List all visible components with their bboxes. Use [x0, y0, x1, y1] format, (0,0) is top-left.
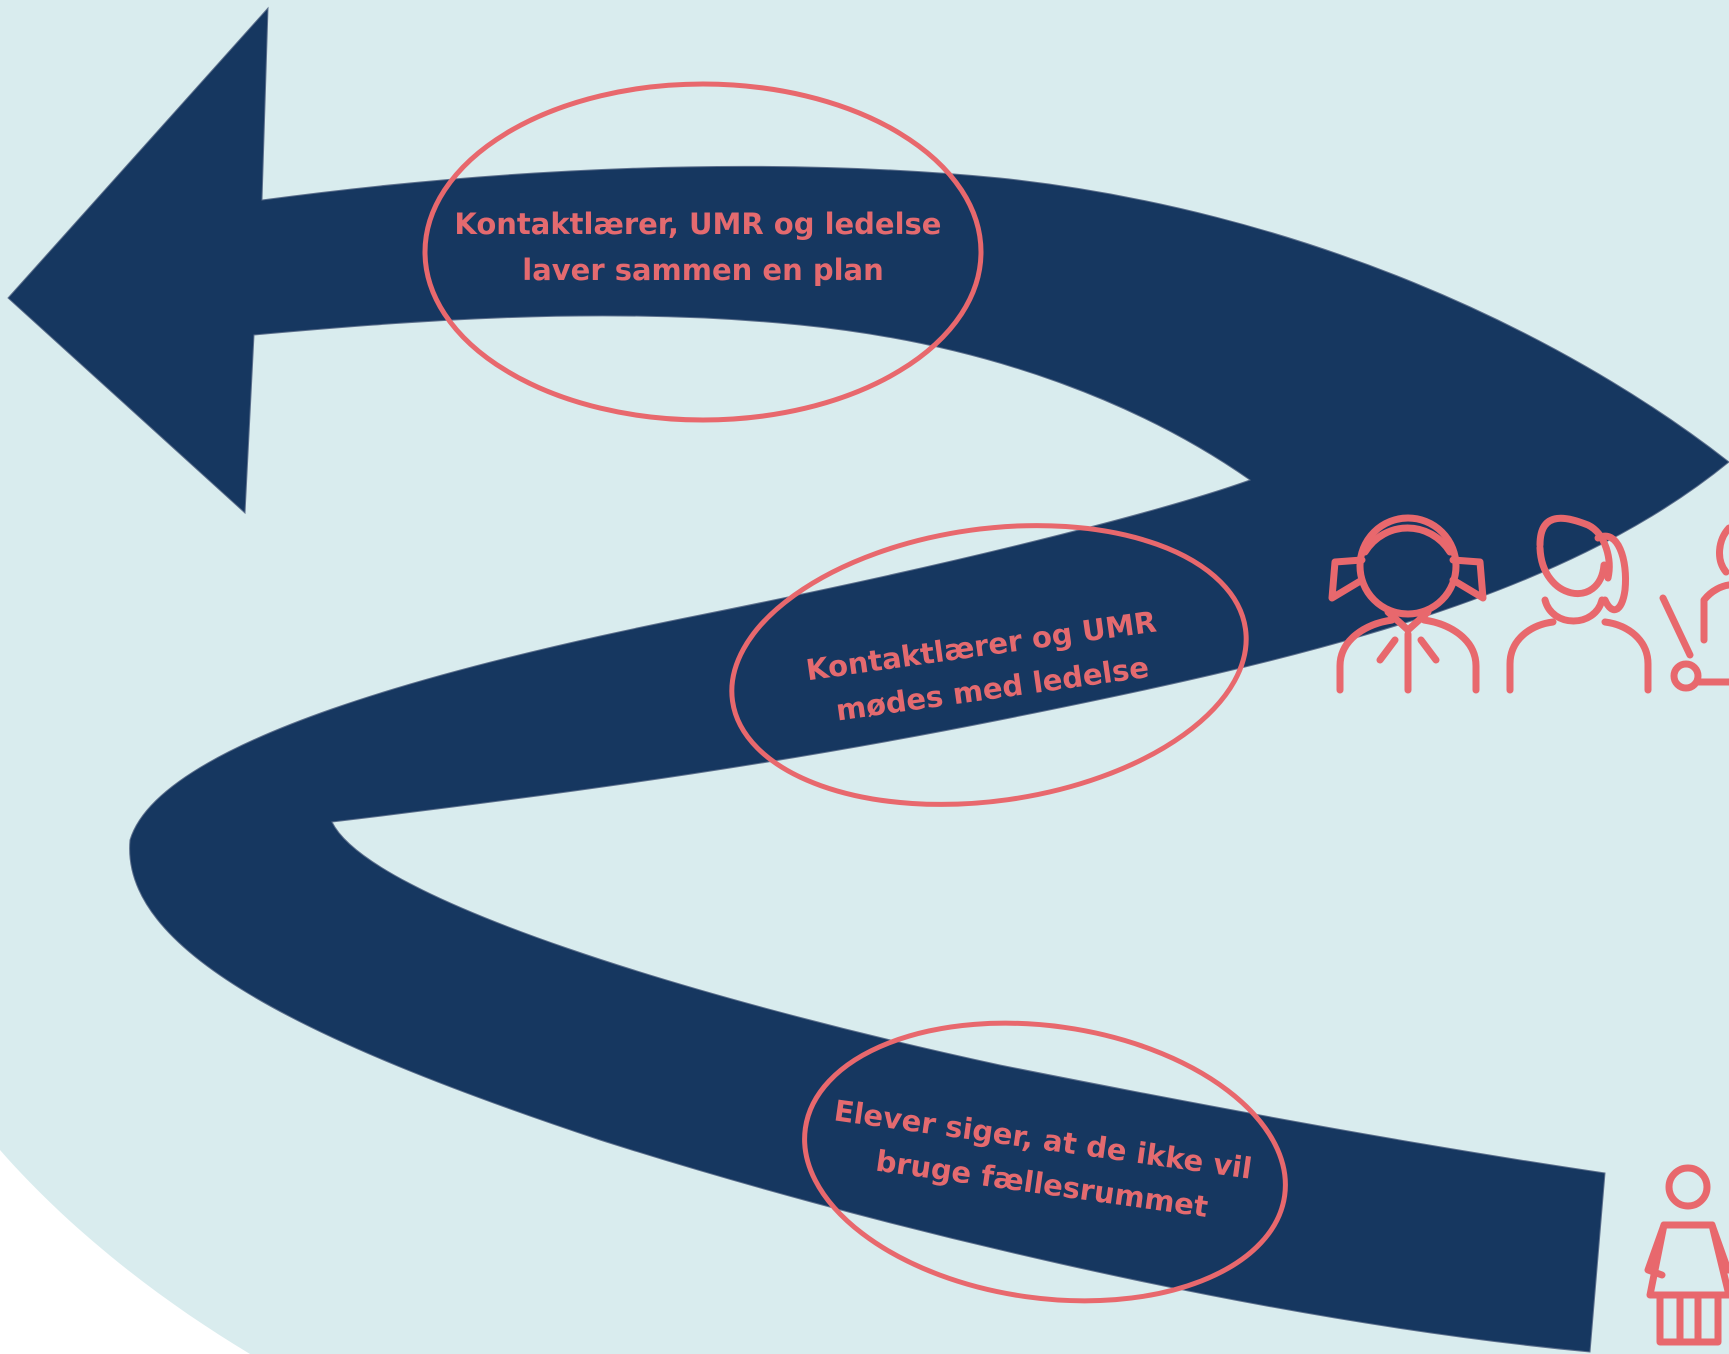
step-2-ellipse: [729, 523, 1249, 807]
step-1-ellipse: [802, 1020, 1288, 1304]
step-3-line-2: laver sammen en plan: [522, 253, 883, 287]
step-3-marker: Kontaktlærer, UMR og ledelse laver samme…: [422, 81, 984, 423]
woman-icon: [1506, 514, 1652, 694]
girl-pigtails-icon: [1328, 514, 1487, 694]
step-3-label: Kontaktlærer, UMR og ledelse laver samme…: [454, 207, 951, 287]
winding-arrow: [7, 6, 1729, 1353]
teacher-pointer-icon: [1659, 524, 1729, 692]
student-girl-icon: [1644, 1164, 1729, 1346]
step-3-ellipse: [422, 81, 984, 423]
step-3-line-1: Kontaktlærer, UMR og ledelse: [454, 207, 941, 241]
